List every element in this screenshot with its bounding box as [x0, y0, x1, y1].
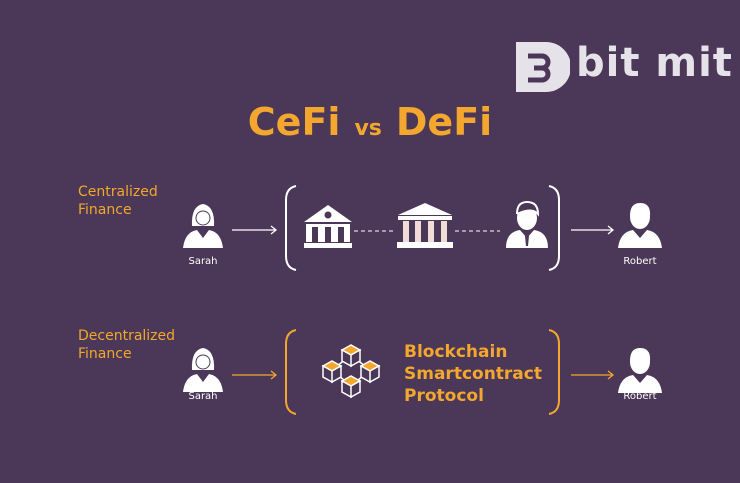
decentralized-label: Decentralized Finance	[78, 327, 175, 363]
banker-icon	[506, 200, 548, 248]
female-user-icon	[183, 204, 223, 248]
title-defi: DeFi	[395, 100, 493, 144]
centralized-label: Centralized Finance	[78, 183, 158, 219]
title-vs: vs	[354, 116, 382, 141]
male-user-icon	[618, 203, 662, 248]
right-bracket	[548, 185, 560, 271]
decentralized-label-line1: Decentralized	[78, 328, 176, 344]
centralized-label-line1: Centralized	[78, 184, 158, 200]
protocol-label: Blockchain Smartcontract Protocol	[404, 341, 542, 407]
decentralized-label-line2: Finance	[78, 346, 132, 362]
female-user-icon	[183, 348, 223, 392]
protocol-line1: Blockchain	[404, 342, 508, 362]
blockchain-icon	[321, 344, 381, 399]
protocol-line2: Smartcontract	[404, 364, 542, 384]
left-bracket	[285, 185, 297, 271]
bank-icon	[304, 205, 352, 248]
protocol-line3: Protocol	[404, 386, 484, 406]
receiver-name: Robert	[623, 391, 657, 402]
left-bracket-orange	[285, 329, 297, 415]
logo-text: bit mit	[576, 40, 733, 86]
centralized-label-line2: Finance	[78, 202, 132, 218]
institution-icon	[397, 203, 453, 248]
bitmit-logo-icon	[516, 42, 570, 92]
right-bracket-orange	[548, 329, 560, 415]
receiver-name: Robert	[623, 256, 657, 267]
male-user-icon	[618, 348, 662, 393]
title-cefi: CeFi	[247, 100, 341, 144]
sender-name: Sarah	[188, 256, 218, 267]
sender-name: Sarah	[188, 391, 218, 402]
